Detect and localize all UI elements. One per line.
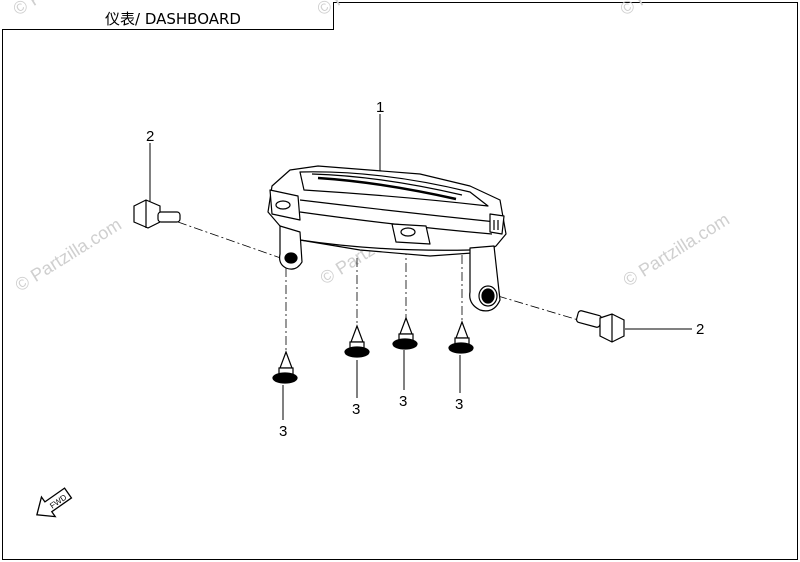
bolt-right	[575, 310, 625, 343]
rivet-2-tip	[350, 324, 364, 343]
rivets	[272, 316, 474, 384]
callout-3c: 3	[399, 393, 407, 410]
watermark-left: © Partzilla.com	[12, 214, 125, 295]
watermark-top-center: © Partzilla.com	[314, 0, 427, 19]
callout-1: 1	[376, 99, 384, 116]
watermark-top-left: © Partzilla.com	[10, 0, 123, 19]
housing-display-edge	[311, 173, 463, 196]
forward-arrow-shape	[36, 487, 73, 518]
housing-display-rim	[317, 176, 457, 201]
rivet-4-head	[448, 342, 474, 354]
rivet-3	[392, 316, 418, 350]
dashboard-housing	[267, 165, 507, 312]
rivet-4-tip	[455, 320, 469, 339]
rivet-3-tip	[399, 316, 413, 335]
housing-left-tab-hole	[275, 200, 291, 210]
housing-center-tab-hole	[400, 227, 416, 237]
watermark-top-right: © Partzilla.com	[617, 0, 730, 19]
bolt-left-shank	[157, 211, 181, 223]
watermark-right: © Partzilla.com	[620, 209, 733, 290]
left-mount-hole	[284, 252, 298, 264]
callout-3a: 3	[279, 423, 287, 440]
callout-2-right: 2	[696, 321, 704, 338]
rivet-1-head	[272, 372, 298, 384]
rivet-2-head	[344, 346, 370, 358]
bolt-left	[133, 199, 181, 229]
rivet-1-tip	[279, 350, 293, 369]
rivet-1	[272, 350, 298, 384]
housing-seam	[299, 199, 497, 223]
leader-lines	[149, 114, 692, 420]
housing-right-notch	[489, 213, 505, 235]
page-title: 仪表/ DASHBOARD	[105, 10, 241, 28]
alignment-lines	[177, 221, 586, 352]
title-box: 仪表/ DASHBOARD	[2, 2, 334, 30]
housing-bottom-edge	[299, 239, 471, 251]
callout-3b: 3	[352, 401, 360, 418]
callout-3d: 3	[455, 396, 463, 413]
bolt-left-axis	[177, 221, 293, 263]
rivet-4	[448, 320, 474, 354]
rivet-2	[344, 324, 370, 358]
rivet-3-head	[392, 338, 418, 350]
right-mount-hole	[481, 288, 495, 304]
bolt-left-head	[133, 199, 161, 229]
forward-arrow-icon: FWD	[36, 487, 73, 518]
bolt-right-axis	[497, 295, 586, 323]
bolt-right-shank	[575, 310, 603, 328]
callout-2-left: 2	[146, 128, 154, 145]
callouts: 1 2 2 3 3 3 3	[146, 99, 704, 440]
